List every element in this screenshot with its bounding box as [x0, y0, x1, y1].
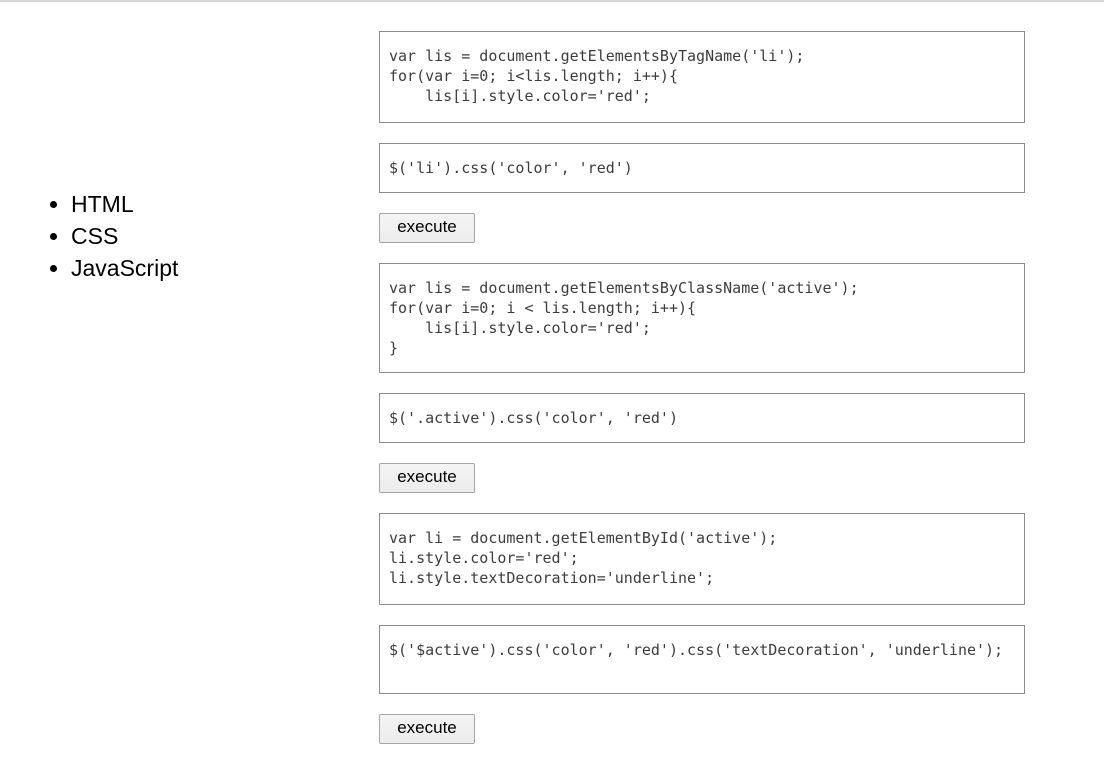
list-item-html: HTML — [71, 188, 178, 220]
dom-code-textarea-1[interactable] — [379, 31, 1025, 123]
execute-button-1[interactable]: execute — [379, 213, 475, 243]
jquery-code-textarea-3[interactable] — [379, 625, 1025, 694]
execute-button-3[interactable]: execute — [379, 714, 475, 744]
exercise-column: execute execute execute — [379, 31, 1025, 744]
list-item-javascript: JavaScript — [71, 252, 178, 284]
jquery-code-textarea-2[interactable] — [379, 393, 1025, 443]
top-border-line — [0, 0, 1104, 2]
jquery-code-textarea-1[interactable] — [379, 143, 1025, 193]
execute-button-2[interactable]: execute — [379, 463, 475, 493]
dom-code-textarea-2[interactable] — [379, 263, 1025, 373]
list-item-css: CSS — [71, 220, 178, 252]
topic-list: HTML CSS JavaScript — [71, 188, 178, 284]
dom-code-textarea-3[interactable] — [379, 513, 1025, 605]
